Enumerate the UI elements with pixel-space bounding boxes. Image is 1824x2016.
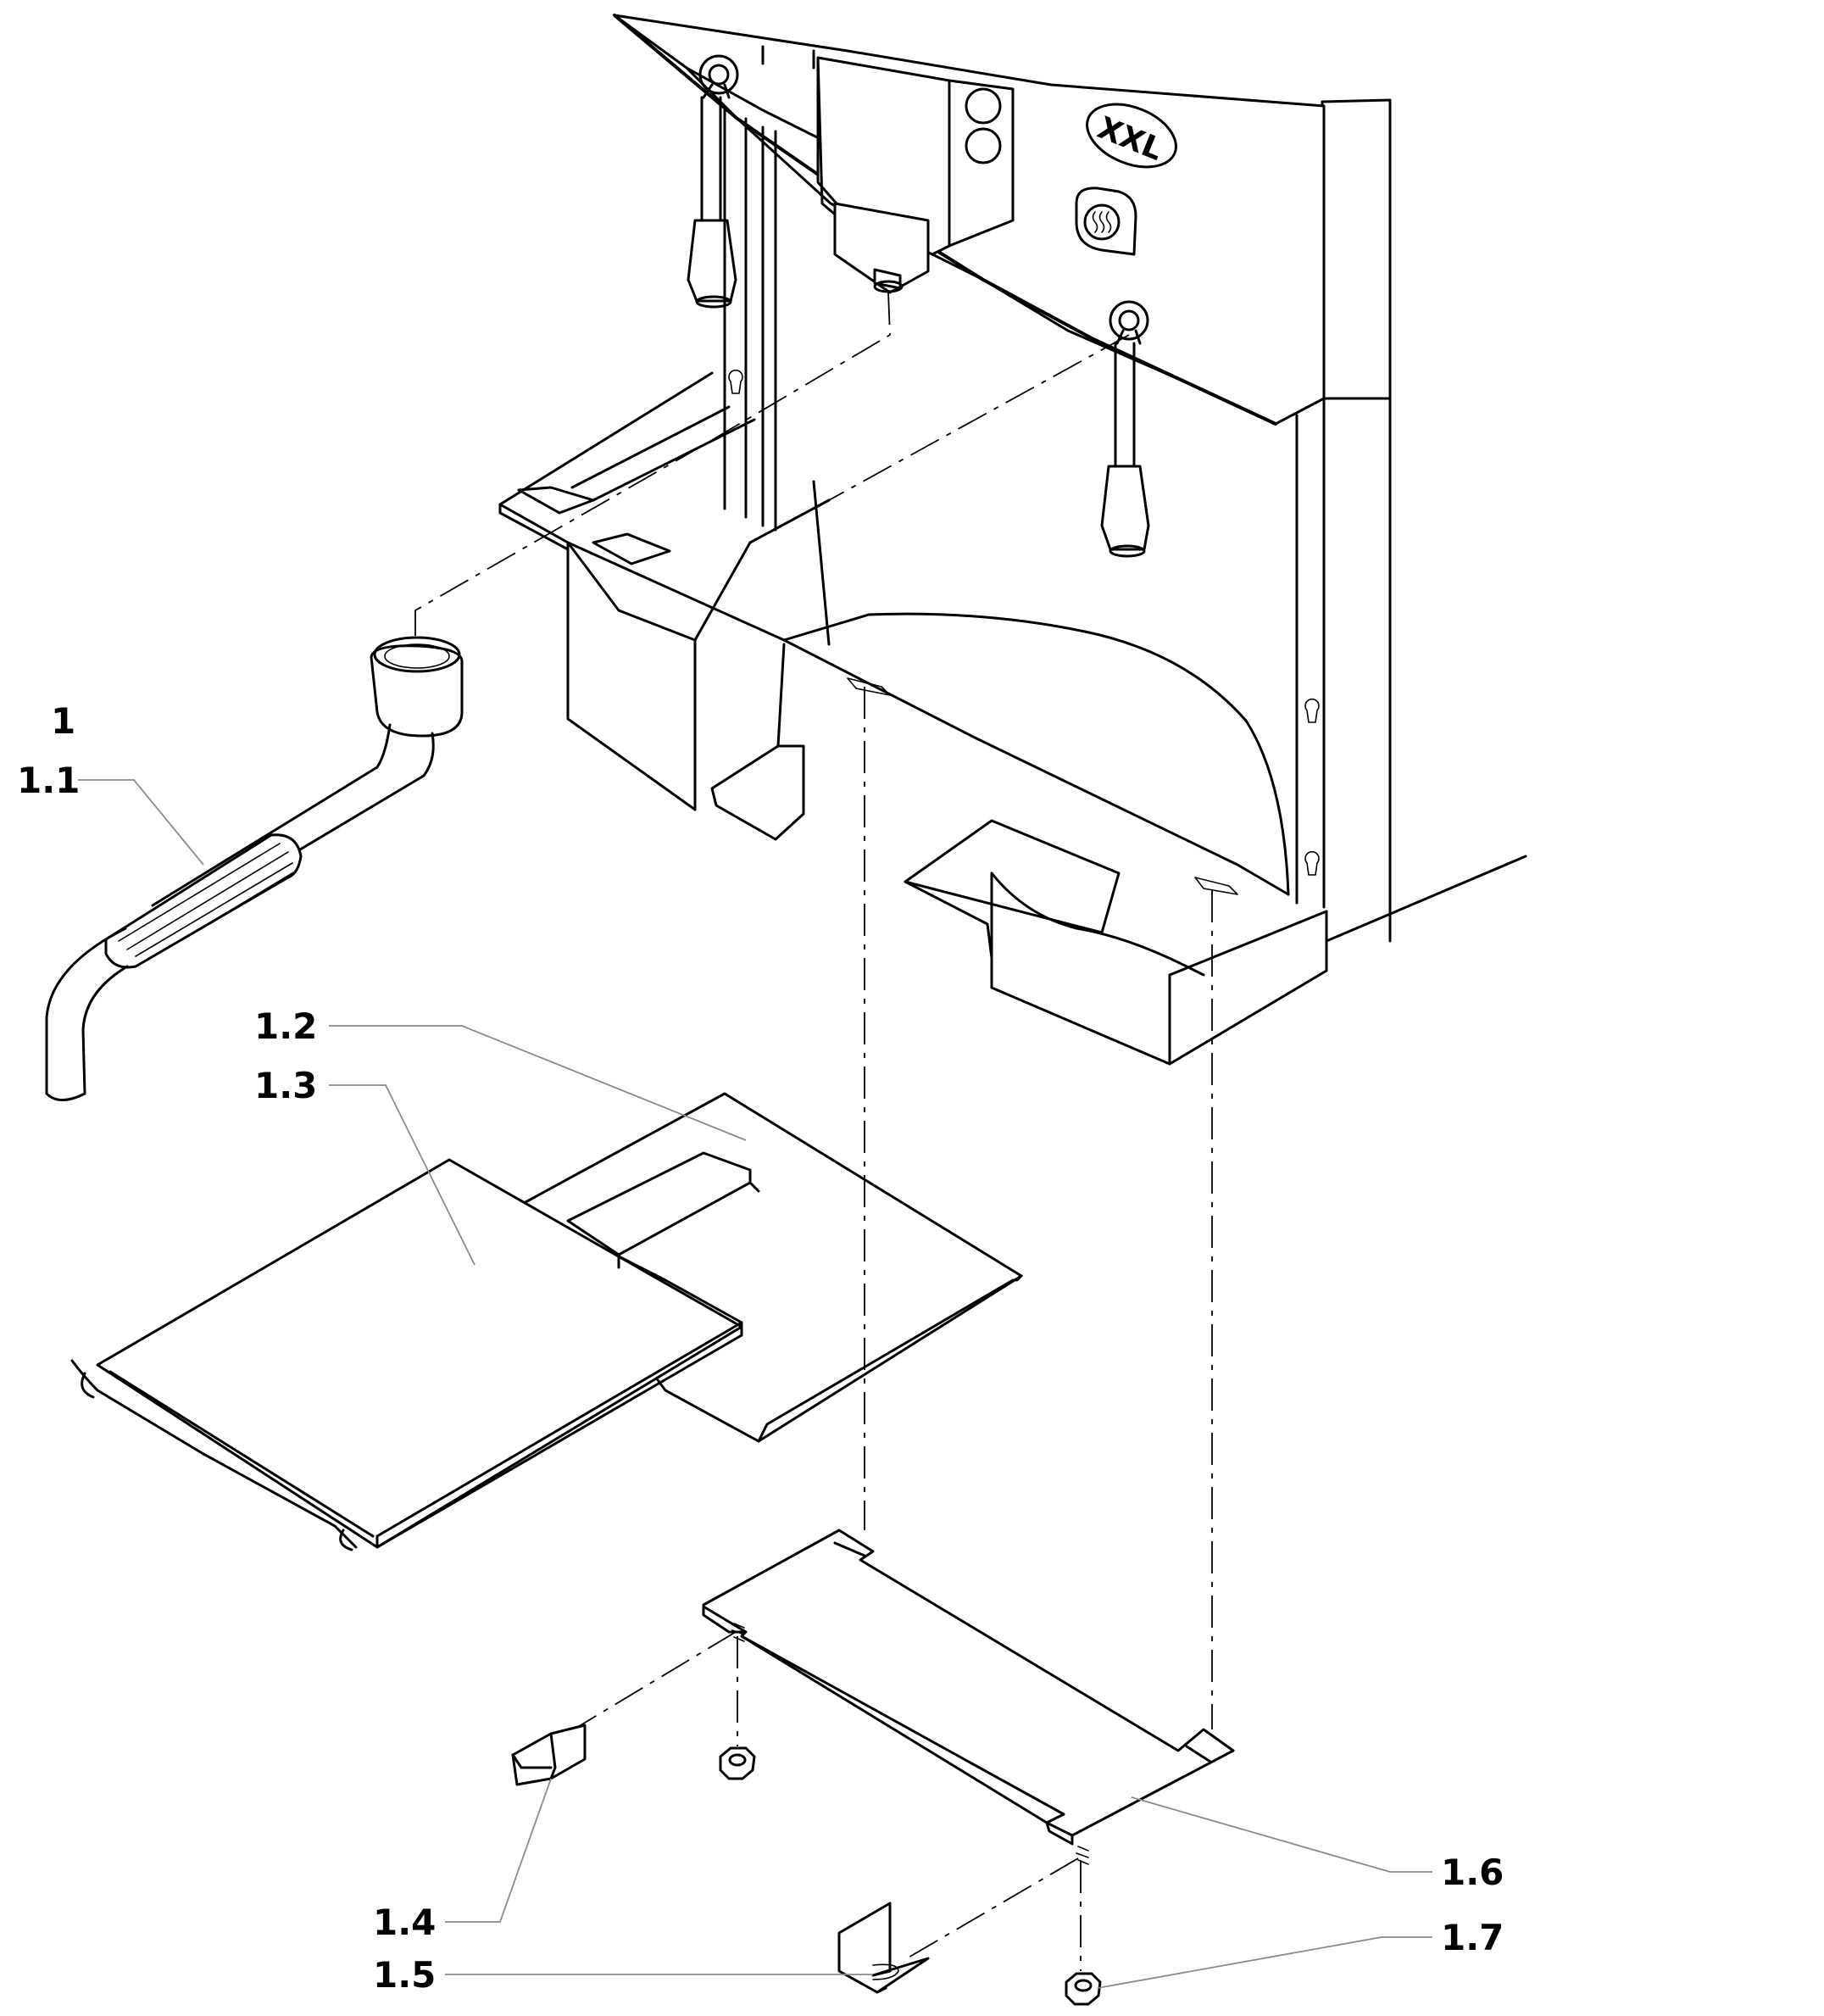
leader-lines xyxy=(78,779,1432,1989)
callout-1-6: 1.6 xyxy=(1441,1852,1504,1893)
callout-1-1: 1.1 xyxy=(17,760,80,801)
callout-1-3: 1.3 xyxy=(254,1065,317,1106)
callout-labels: 1 1.1 1.2 1.3 1.4 1.5 1.6 1.7 xyxy=(17,700,1504,1996)
callout-1-7: 1.7 xyxy=(1441,1917,1504,1958)
machine-body: XXL xyxy=(613,14,1392,943)
callout-1-4: 1.4 xyxy=(373,1902,436,1943)
clip-part-1-4 xyxy=(511,1724,587,1786)
drip-grille-assembly xyxy=(70,1092,1023,1551)
screw-right xyxy=(1076,1846,1089,1865)
steam-wand-right xyxy=(1100,300,1150,558)
support-bracket xyxy=(702,1529,1235,1846)
callout-1-5: 1.5 xyxy=(373,1954,436,1996)
assembly-center-lines xyxy=(414,292,1213,1971)
drip-tray-housing xyxy=(498,371,1527,1066)
callout-1-2: 1.2 xyxy=(254,1005,317,1047)
screw-left xyxy=(731,1623,745,1642)
clip-part-1-5 xyxy=(837,1902,930,1994)
callout-1: 1 xyxy=(51,700,75,742)
steam-icon xyxy=(1075,187,1137,256)
wrench-tool xyxy=(45,636,464,1101)
nut-left xyxy=(719,1746,756,1780)
nut-right xyxy=(1065,1972,1102,2006)
